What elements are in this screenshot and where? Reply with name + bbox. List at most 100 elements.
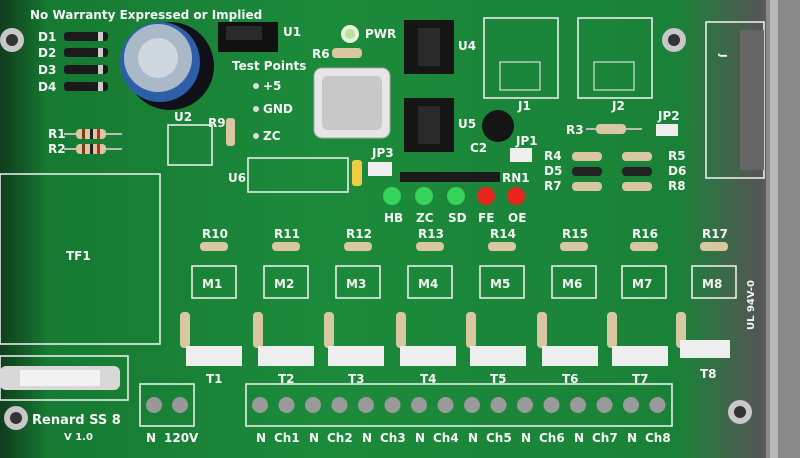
svg-text:R9: R9 [208, 116, 226, 130]
svg-text:N: N [468, 431, 478, 445]
svg-text:OE: OE [508, 211, 526, 225]
ic-footprint-u6: U6 [228, 157, 349, 193]
svg-text:U4: U4 [458, 39, 476, 53]
capacitor-c2: C2 [470, 110, 514, 155]
svg-text:D4: D4 [38, 80, 56, 94]
svg-text:+5: +5 [263, 79, 281, 93]
svg-text:U1: U1 [283, 25, 301, 39]
svg-text:M3: M3 [346, 277, 366, 291]
channel-2: R11 M2 T2 [253, 227, 314, 386]
power-terminal: N 120V [139, 383, 199, 445]
svg-text:Ch6: Ch6 [539, 431, 565, 445]
rj45-footprint-j1: J1 [483, 17, 559, 113]
led-sd: SD [447, 187, 467, 225]
svg-text:M1: M1 [202, 277, 222, 291]
terminal-screw [649, 397, 666, 413]
svg-text:R16: R16 [632, 227, 658, 241]
mounting-hole [4, 406, 28, 430]
rj45-footprint-j2: J2 [577, 17, 653, 113]
svg-text:120V: 120V [164, 431, 199, 445]
jumper-jp2: JP2 [656, 109, 680, 136]
right-parts-row-3: R7 R8 [544, 179, 686, 193]
led-fe: FE [477, 187, 495, 225]
output-terminal-screws [252, 397, 666, 413]
terminal-screw [278, 397, 295, 413]
svg-text:Ch4: Ch4 [433, 431, 459, 445]
svg-text:R10: R10 [202, 227, 228, 241]
svg-text:Ch2: Ch2 [327, 431, 353, 445]
diode-d4: D4 [38, 80, 108, 94]
svg-text:T5: T5 [490, 372, 507, 386]
svg-text:R14: R14 [490, 227, 516, 241]
svg-text:JP3: JP3 [371, 146, 394, 160]
terminal-screw [623, 397, 639, 413]
led-oe: OE [507, 187, 526, 225]
db9-connector: J [705, 21, 765, 179]
electrolytic-capacitor [120, 22, 214, 110]
terminal-screw [596, 397, 613, 413]
terminal-screw [570, 397, 586, 413]
terminal-screw [490, 397, 507, 413]
svg-text:N: N [627, 431, 637, 445]
svg-text:M5: M5 [490, 277, 510, 291]
diode-group: D1 D2 D3 D4 [38, 30, 108, 94]
svg-text:R1: R1 [48, 127, 66, 141]
terminal-screw [437, 397, 454, 413]
mounting-hole [0, 28, 24, 52]
svg-text:R7: R7 [544, 179, 562, 193]
terminal-screw [517, 397, 533, 413]
terminal-screw [384, 397, 401, 413]
channel-1: R10 M1 T1 [180, 227, 242, 386]
diode-d2: D2 [38, 46, 108, 60]
ic-footprint-u2: U2 [167, 110, 213, 166]
svg-text:Ch7: Ch7 [592, 431, 618, 445]
svg-text:D1: D1 [38, 30, 56, 44]
svg-text:FE: FE [478, 211, 494, 225]
board-name: Renard SS 8 [32, 413, 121, 428]
resistor-r2: R2 [48, 142, 122, 156]
svg-text:R3: R3 [566, 123, 584, 137]
channel-6: R15 M6 T6 [537, 227, 598, 386]
warranty-text: No Warranty Expressed or Implied [30, 8, 262, 22]
ic-socket-u5: U5 [404, 98, 476, 152]
svg-text:N: N [256, 431, 266, 445]
svg-text:SD: SD [448, 211, 467, 225]
mounting-hole [662, 28, 686, 52]
transformer-tf1: TF1 [0, 173, 161, 345]
svg-text:R12: R12 [346, 227, 372, 241]
resistor-r9: R9 [208, 116, 235, 146]
terminal-screw [358, 397, 374, 413]
svg-text:T1: T1 [206, 372, 223, 386]
led-zc: ZC [415, 187, 434, 225]
svg-text:D3: D3 [38, 63, 56, 77]
board-version: V 1.0 [64, 432, 93, 443]
svg-text:N: N [146, 431, 156, 445]
channel-3: R12 M3 T3 [324, 227, 384, 386]
metal-frame-highlight [770, 0, 778, 458]
resistor-r1: R1 [48, 127, 122, 141]
right-parts-row-2: D5 D6 [544, 164, 686, 178]
test-point-5v: +5 [253, 79, 281, 93]
svg-text:RN1: RN1 [502, 171, 530, 185]
svg-text:T8: T8 [700, 367, 717, 381]
svg-text:TF1: TF1 [66, 249, 91, 263]
diode-d3: D3 [38, 63, 108, 77]
svg-text:Ch3: Ch3 [380, 431, 406, 445]
test-point-gnd: GND [253, 102, 293, 116]
svg-text:Ch5: Ch5 [486, 431, 512, 445]
output-terminal-strip [245, 383, 673, 427]
svg-text:ZC: ZC [416, 211, 434, 225]
svg-text:T3: T3 [348, 372, 365, 386]
ul-rating: UL 94V-0 [746, 280, 757, 330]
svg-text:JP2: JP2 [657, 109, 680, 123]
channel-4: R13 M4 T4 [396, 227, 456, 386]
channel-5: R14 M5 T5 [466, 227, 526, 386]
svg-text:T6: T6 [562, 372, 579, 386]
mounting-hole [728, 400, 752, 424]
led-hb: HB [383, 187, 403, 225]
terminal-screw [331, 397, 348, 413]
svg-text:R15: R15 [562, 227, 588, 241]
svg-text:R5: R5 [668, 149, 686, 163]
svg-text:T4: T4 [420, 372, 437, 386]
